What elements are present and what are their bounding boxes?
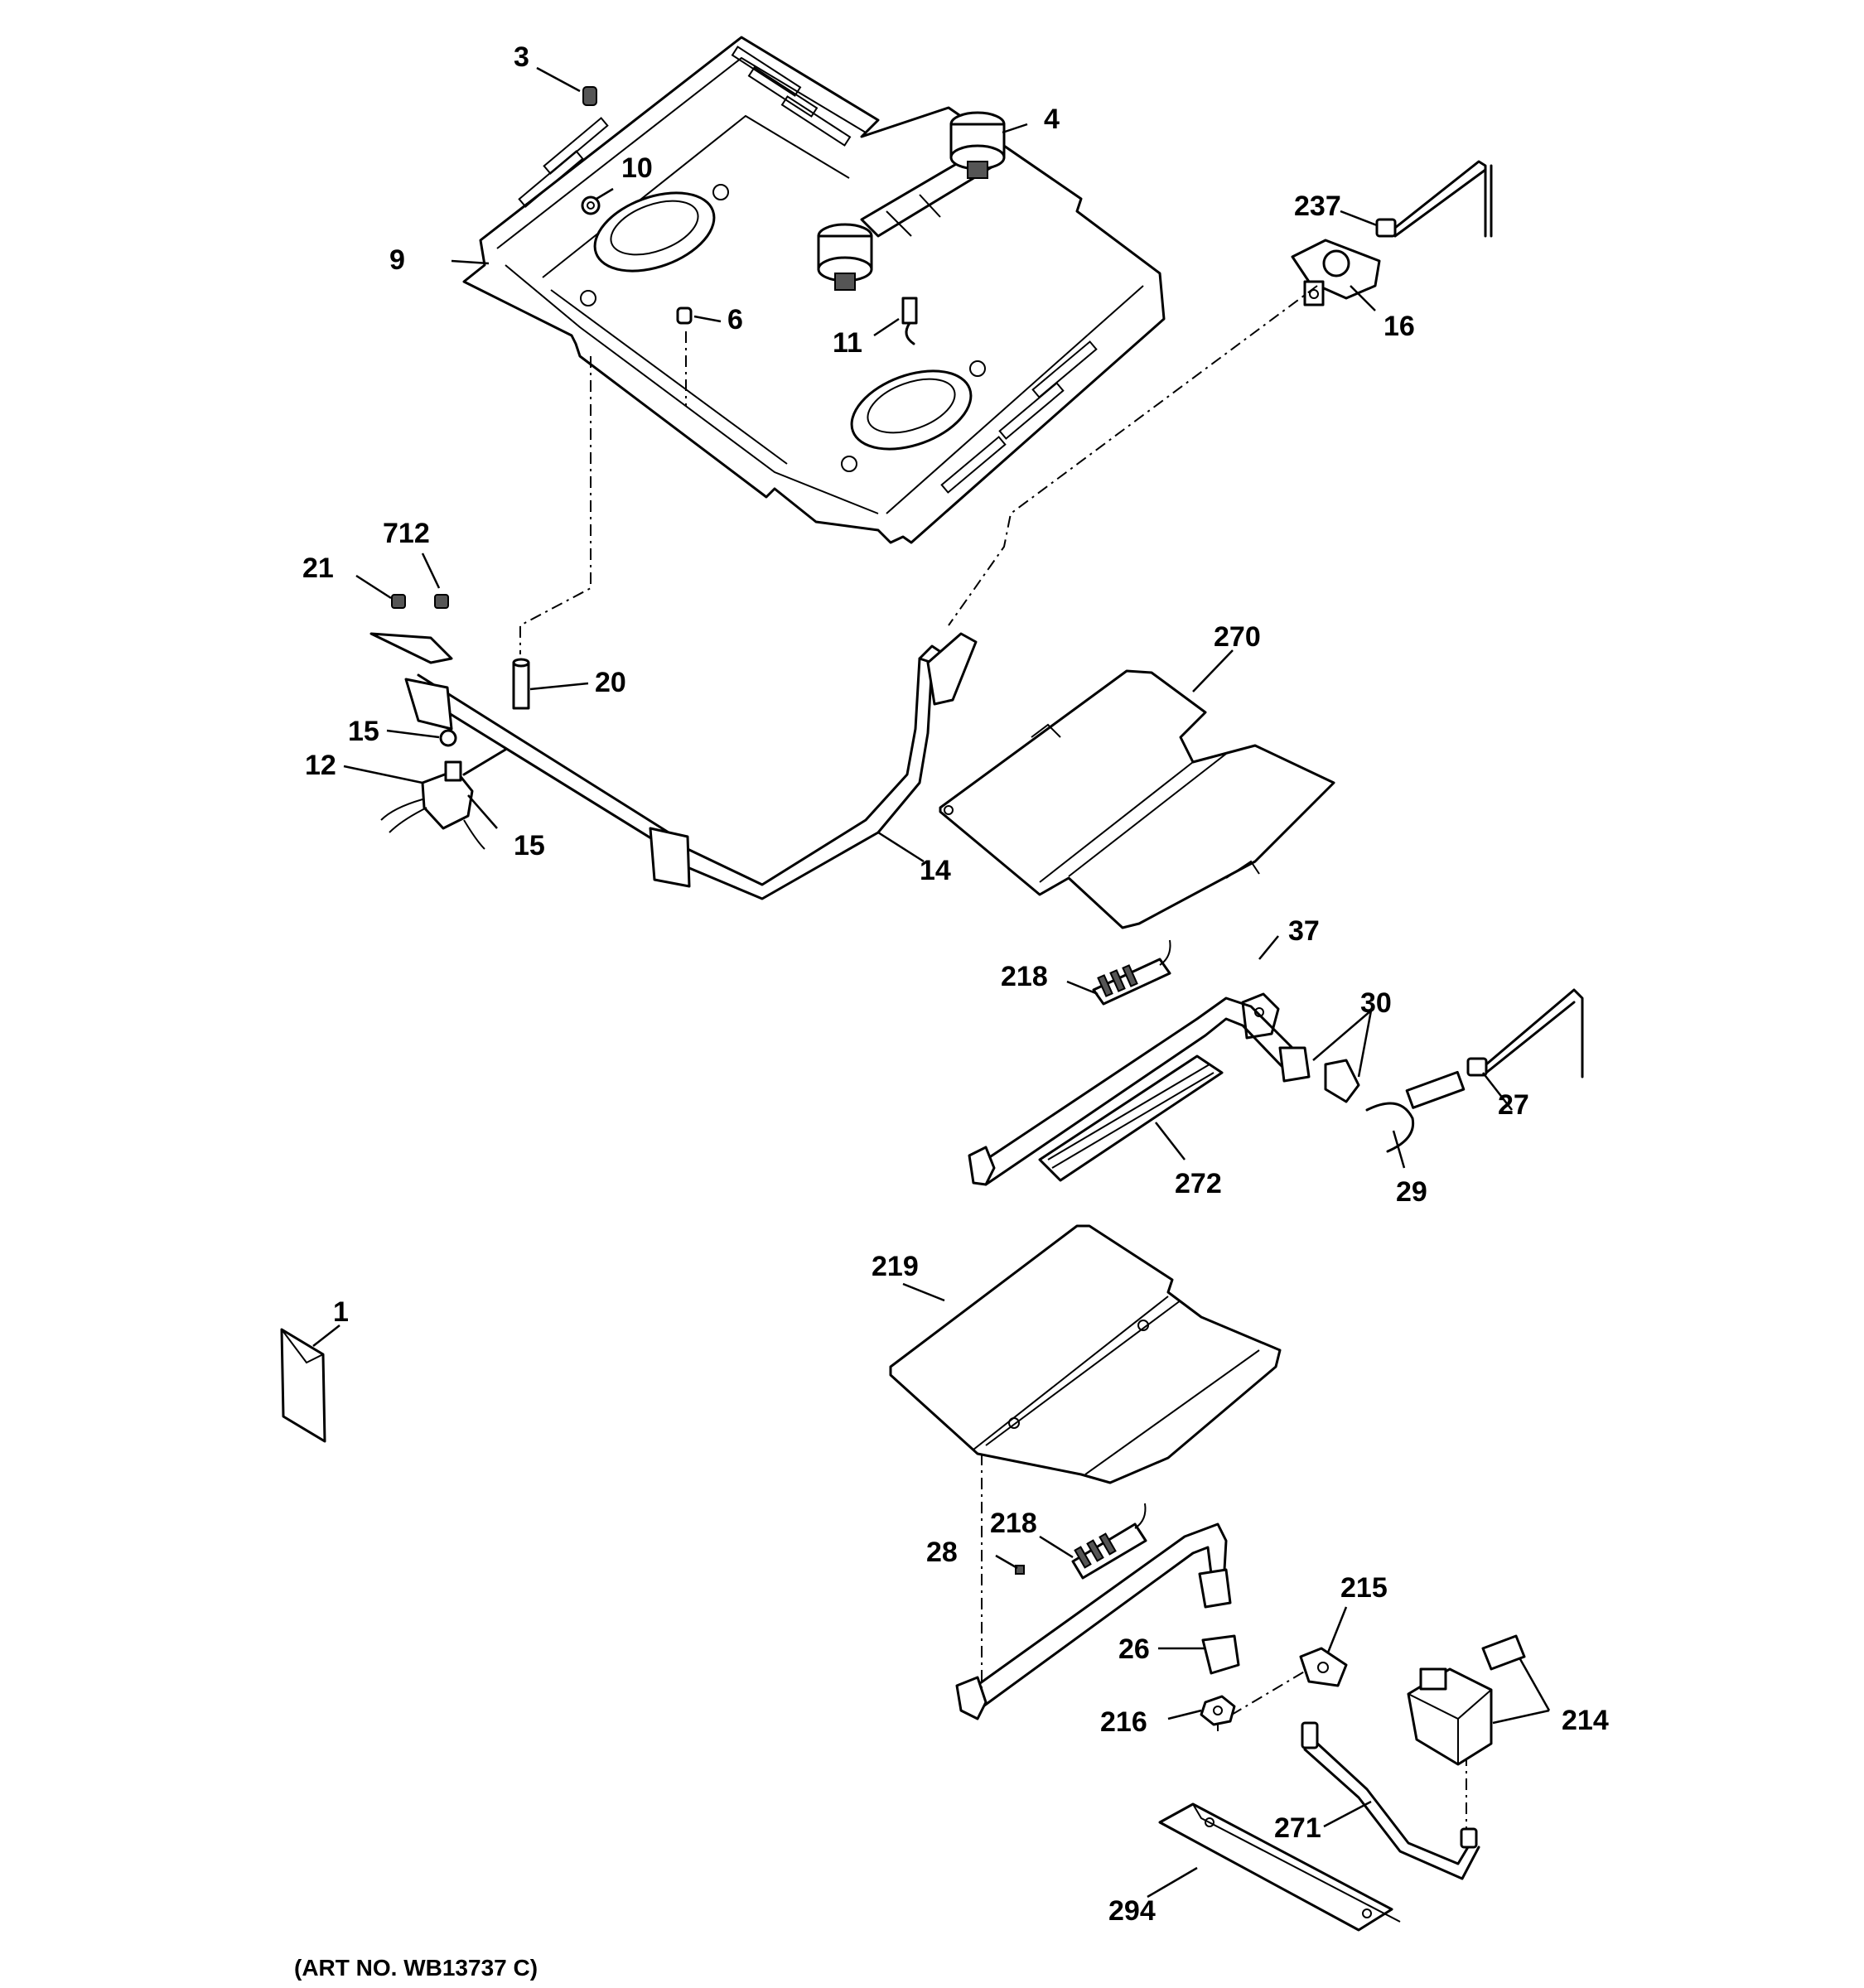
callout-29: 29: [1396, 1176, 1427, 1208]
leader-lines: [312, 66, 1551, 1899]
orifice-26: [1201, 1634, 1240, 1675]
callout-3: 3: [514, 41, 529, 73]
nut-15-upper: [439, 729, 457, 747]
callout-1: 1: [333, 1296, 349, 1328]
alignment-lines: [519, 285, 1467, 1831]
safety-valve-12: [380, 748, 507, 850]
elbow-fitting-29: [1365, 1070, 1466, 1153]
callout-4: 4: [1044, 104, 1060, 135]
callout-272: 272: [1175, 1168, 1222, 1199]
ignitor-clip-11: [901, 297, 918, 345]
ignitor-218-upper: [1092, 939, 1171, 1006]
screw-6: [676, 306, 693, 325]
screw-grommet: [582, 86, 597, 106]
callout-27: 27: [1498, 1089, 1529, 1121]
gas-manifold-pipe: [369, 632, 978, 900]
callout-14: 14: [920, 855, 951, 886]
burner-shield-272: [1038, 1054, 1224, 1182]
callout-21: 21: [302, 552, 334, 584]
callout-15-lower: 15: [514, 830, 545, 861]
callout-219: 219: [872, 1251, 919, 1282]
callout-271: 271: [1274, 1812, 1321, 1844]
pan-vent-slots: [518, 46, 1098, 494]
callout-26: 26: [1118, 1633, 1150, 1665]
callout-20: 20: [595, 667, 626, 698]
callout-12: 12: [305, 750, 336, 781]
bake-burner-lower: [955, 1522, 1232, 1720]
callout-294: 294: [1108, 1895, 1156, 1927]
callout-214: 214: [1562, 1705, 1609, 1736]
nut-10: [581, 195, 601, 215]
callout-237: 237: [1294, 191, 1341, 222]
callout-30: 30: [1360, 987, 1392, 1019]
art-number: (ART NO. WB13737 C): [294, 1955, 538, 1981]
callout-216: 216: [1100, 1706, 1147, 1738]
fitting-237: [1375, 218, 1397, 238]
oven-bottom-219: [889, 1224, 1282, 1484]
callout-218-upper: 218: [1001, 961, 1048, 992]
callout-712: 712: [383, 518, 430, 549]
callout-218-lower: 218: [990, 1508, 1037, 1539]
pressure-regulator: [1291, 239, 1381, 306]
callout-215: 215: [1340, 1572, 1388, 1604]
bracket-215: [1299, 1647, 1348, 1687]
callout-270: 270: [1214, 621, 1261, 653]
gas-line-271: [1301, 1721, 1480, 1880]
callout-37: 37: [1288, 915, 1320, 947]
callout-15-upper: 15: [348, 716, 379, 747]
screw-28: [1015, 1565, 1025, 1575]
oven-broil-burner-assembly: [968, 996, 1311, 1186]
oven-burner-baffle-270: [939, 669, 1335, 929]
screw-21: [391, 594, 406, 609]
literature-envelope-1: [280, 1328, 326, 1443]
callout-labels: 3 10 4 9 6 11 237 16 712 21 20 15 12 15 …: [294, 41, 1609, 1981]
callout-10: 10: [621, 152, 653, 184]
screw-712: [434, 594, 449, 609]
callout-9: 9: [389, 244, 405, 276]
angle-bracket-294: [1158, 1802, 1401, 1932]
callout-16: 16: [1384, 311, 1415, 342]
orifice-hood-30: [1324, 1059, 1360, 1103]
callout-28: 28: [926, 1537, 958, 1568]
ignitor-218-lower: [1071, 1503, 1147, 1580]
callout-11: 11: [833, 327, 862, 359]
oven-valve-214: [1407, 1634, 1526, 1766]
nut-216: [1200, 1695, 1236, 1726]
callout-6: 6: [727, 304, 743, 335]
top-burner-assembly: [817, 111, 1006, 291]
gas-tube-top: [1393, 160, 1493, 238]
fitting-27: [1466, 988, 1584, 1078]
